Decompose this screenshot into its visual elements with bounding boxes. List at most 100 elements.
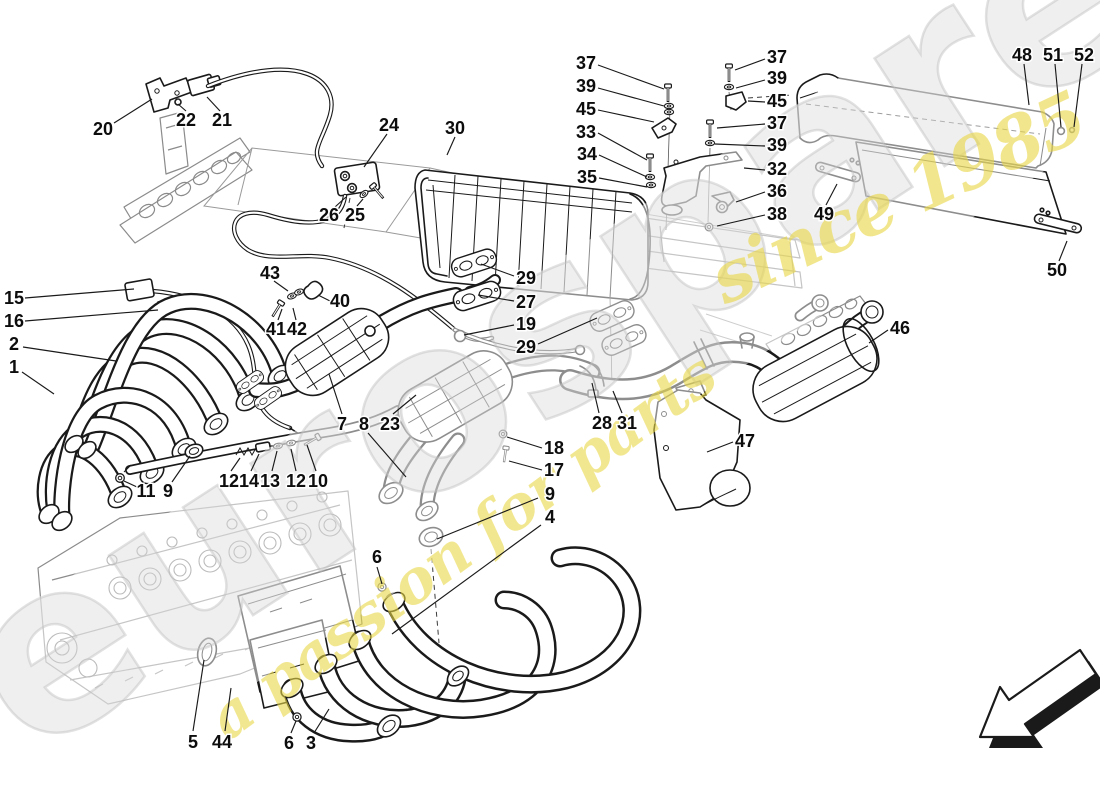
catalytic-converter-7 (233, 287, 464, 413)
part-label-21: 21 (212, 110, 232, 130)
part-label-5: 5 (188, 732, 198, 752)
leader-line-2 (22, 346, 117, 362)
part-label-47: 47 (735, 431, 755, 451)
leader-line-31 (612, 390, 623, 414)
leader-line-15 (24, 288, 135, 299)
leader-line-13 (271, 450, 278, 472)
part-label-20: 20 (93, 119, 113, 139)
leader-line-36 (735, 191, 766, 203)
part-label-39: 39 (767, 68, 787, 88)
part-label-36: 36 (767, 181, 787, 201)
leader-line-44 (224, 687, 232, 732)
leader-line-35 (598, 177, 648, 188)
part-label-39: 39 (767, 135, 787, 155)
part-label-9: 9 (163, 481, 173, 501)
leader-line-52 (1073, 63, 1083, 128)
part-label-33: 33 (576, 122, 596, 142)
part-label-22: 22 (176, 110, 196, 130)
part-label-18: 18 (544, 438, 564, 458)
leader-line-45 (747, 100, 766, 103)
leader-line-26 (334, 196, 347, 208)
leader-line-10 (306, 444, 317, 472)
leader-line-21 (206, 96, 221, 112)
part-label-7: 7 (337, 414, 347, 434)
leader-line-37 (597, 64, 665, 90)
leader-line-41 (277, 308, 283, 321)
part-label-52: 52 (1074, 45, 1094, 65)
part-label-27: 27 (516, 292, 536, 312)
part-label-43: 43 (260, 263, 280, 283)
leader-line-43 (273, 280, 289, 292)
leader-line-12 (290, 448, 297, 472)
part-label-30: 30 (445, 118, 465, 138)
part-label-25: 25 (345, 205, 365, 225)
leader-line-1 (21, 371, 55, 395)
part-label-46: 46 (890, 318, 910, 338)
leader-line-48 (1023, 63, 1030, 106)
part-label-14: 14 (239, 471, 259, 491)
part-label-35: 35 (577, 167, 597, 187)
part-label-9: 9 (545, 484, 555, 504)
clamp-hardware-40-43 (268, 280, 324, 320)
bracket-45b (725, 91, 747, 111)
leader-line-47 (706, 441, 734, 453)
leader-line-37 (734, 58, 766, 71)
leader-line-20 (113, 98, 153, 124)
part-label-15: 15 (4, 288, 24, 308)
leader-line-38 (716, 214, 766, 227)
leader-line-17 (508, 460, 543, 471)
leader-line-4 (391, 524, 542, 635)
part-label-31: 31 (617, 413, 637, 433)
leader-line-37 (716, 123, 766, 129)
leader-line-45 (597, 109, 655, 123)
part-label-16: 16 (4, 311, 24, 331)
leader-line-16 (24, 309, 159, 322)
leader-line-46 (868, 329, 889, 344)
leader-line-39 (597, 87, 665, 107)
leader-line-6 (290, 720, 297, 734)
part-label-23: 23 (380, 414, 400, 434)
part-label-8: 8 (359, 414, 369, 434)
leader-line-23 (392, 394, 417, 415)
part-label-13: 13 (260, 471, 280, 491)
leader-line-42 (292, 307, 297, 321)
part-label-6: 6 (284, 733, 294, 753)
part-label-28: 28 (592, 413, 612, 433)
leader-line-39 (735, 79, 766, 89)
bracket-and-connector-20-21-22 (145, 73, 222, 113)
leader-line-29 (537, 317, 598, 345)
leader-line-50 (1058, 240, 1068, 262)
leader-line-25 (356, 198, 364, 207)
leader-line-5 (192, 659, 205, 732)
leader-lines (21, 58, 1083, 734)
part-label-10: 10 (308, 471, 328, 491)
part-label-12: 12 (286, 471, 306, 491)
part-label-4: 4 (545, 507, 555, 527)
leader-line-32 (743, 167, 766, 171)
part-label-44: 44 (212, 732, 232, 752)
leader-line-49 (825, 183, 838, 206)
leader-line-39 (714, 143, 766, 147)
part-label-41: 41 (266, 319, 286, 339)
part-label-37: 37 (767, 47, 787, 67)
part-label-11: 11 (136, 481, 155, 501)
part-label-17: 17 (544, 460, 564, 480)
part-label-37: 37 (576, 53, 596, 73)
part-label-29: 29 (516, 268, 536, 288)
leader-line-51 (1054, 63, 1062, 128)
bracket-45a (651, 117, 677, 139)
leader-line-27 (477, 294, 515, 302)
part-label-50: 50 (1047, 260, 1067, 280)
part-label-45: 45 (767, 91, 787, 111)
part-label-19: 19 (516, 314, 536, 334)
leader-line-40 (317, 294, 331, 302)
part-label-6: 6 (372, 547, 382, 567)
part-label-3: 3 (306, 733, 316, 753)
leader-line-29 (480, 263, 515, 277)
leader-line-33 (597, 132, 648, 161)
part-label-39: 39 (576, 76, 596, 96)
